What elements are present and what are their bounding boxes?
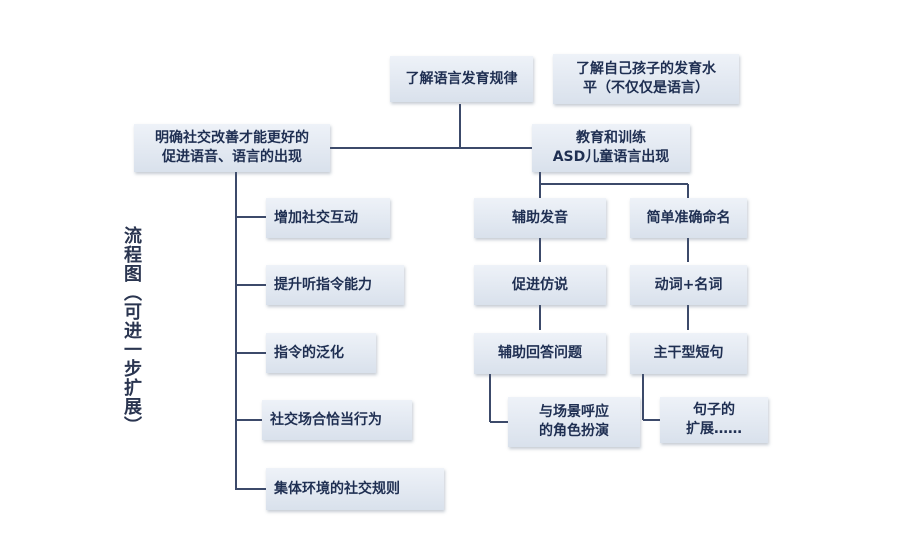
node-col2-item-2: 动词+名词	[630, 265, 747, 305]
side-title: 流程图（可进一步扩展）	[121, 226, 142, 435]
node-col1-item-3: 辅助回答问题	[474, 333, 606, 374]
node-col2-item-4: 句子的 扩展……	[660, 397, 768, 443]
node-left-item-1: 增加社交互动	[266, 198, 390, 238]
node-col2-item-1: 简单准确命名	[630, 198, 747, 238]
node-left-item-2: 提升听指令能力	[266, 265, 404, 305]
node-left-item-3: 指令的泛化	[266, 333, 376, 373]
node-child-level: 了解自己孩子的发育水 平（不仅仅是语言）	[553, 54, 739, 104]
node-right-header: 教育和训练 ASD儿童语言出现	[532, 124, 690, 172]
node-col1-item-4: 与场景呼应 的角色扮演	[508, 397, 640, 447]
node-col1-item-2: 促进仿说	[474, 265, 606, 305]
node-col2-item-3: 主干型短句	[630, 333, 747, 374]
node-language-law: 了解语言发育规律	[390, 56, 533, 102]
node-col1-item-1: 辅助发音	[474, 198, 606, 238]
node-left-item-4: 社交场合恰当行为	[262, 400, 412, 440]
node-left-item-5: 集体环境的社交规则	[266, 468, 444, 510]
node-left-header: 明确社交改善才能更好的 促进语音、语言的出现	[134, 124, 330, 172]
